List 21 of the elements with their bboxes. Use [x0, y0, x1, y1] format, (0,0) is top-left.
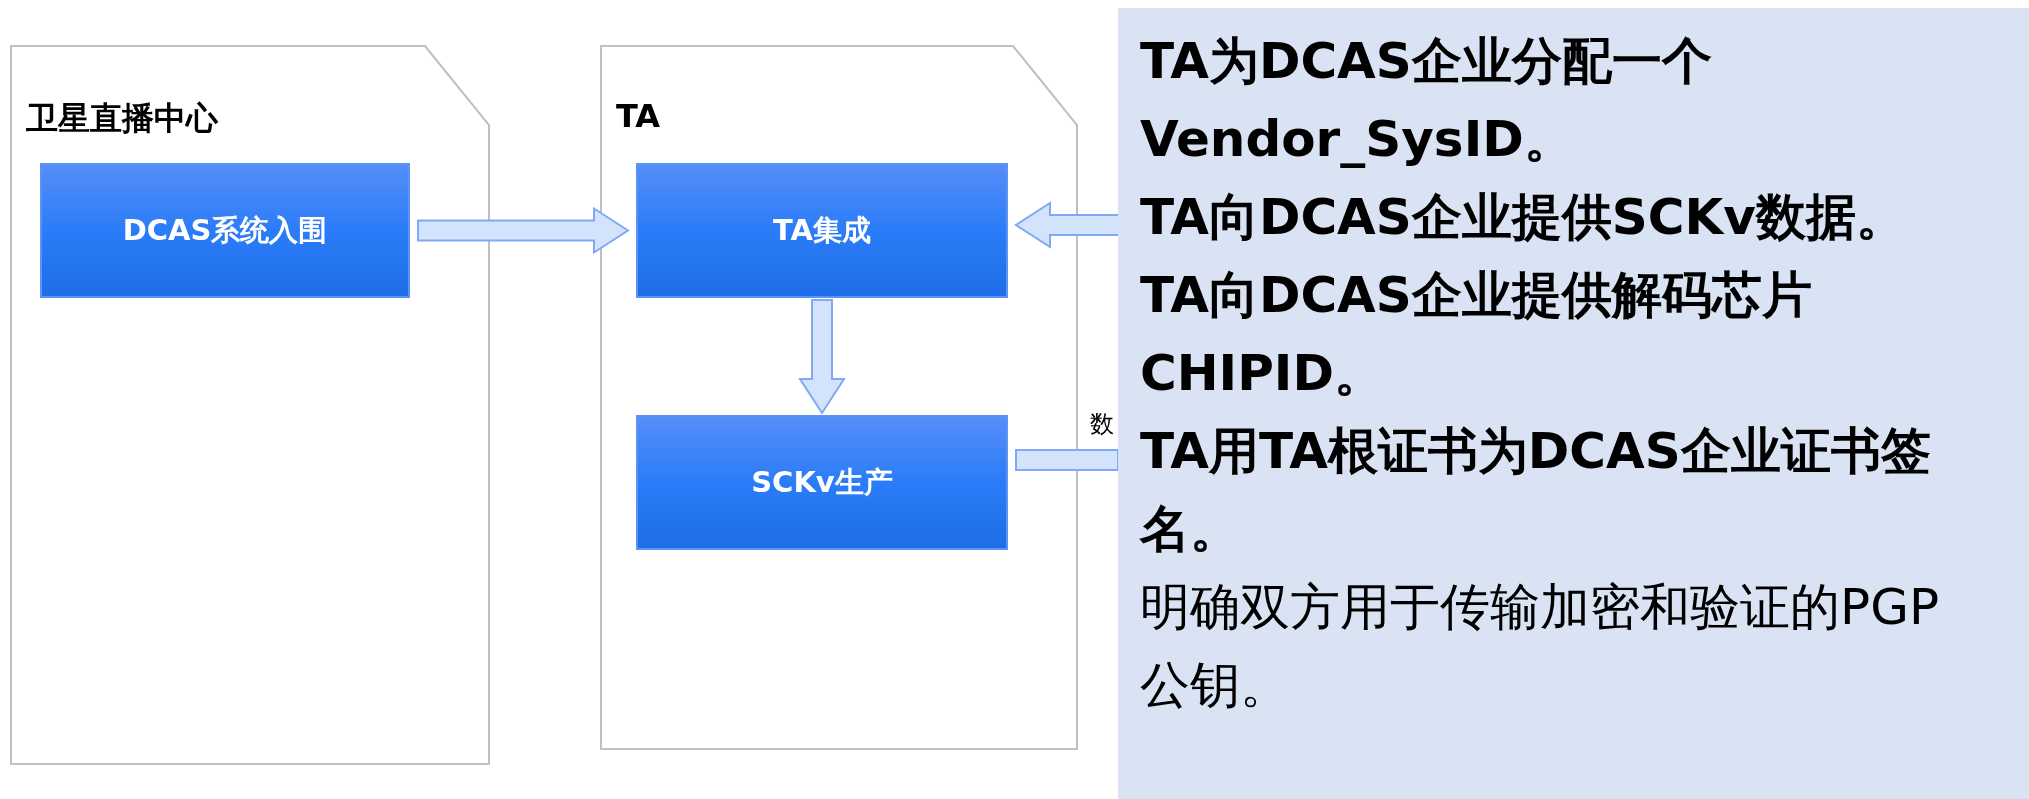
panel-title: 卫星直播中心 — [26, 98, 218, 139]
note-text: TA为DCAS企业分配一个Vendor_SysID。 — [1140, 31, 1713, 170]
note-text: TA用TA根证书为DCAS企业证书签名。 — [1140, 421, 1932, 560]
block-arrow — [798, 299, 846, 415]
process-box — [40, 163, 410, 298]
document-panel — [600, 45, 1078, 750]
note-text: 明确双方用于传输加密和验证的PGP公钥。 — [1140, 577, 1941, 716]
box-label: TA集成 — [773, 211, 871, 249]
process-box — [636, 415, 1008, 550]
note-text: TA向DCAS企业提供解码芯片CHIPID。 — [1140, 265, 1813, 404]
process-box — [636, 163, 1008, 298]
panel-title: TA — [616, 97, 661, 135]
note-panel — [1118, 8, 2029, 799]
box-label: DCAS系统入围 — [122, 211, 328, 249]
box-label: SCKv生产 — [751, 463, 893, 501]
document-panel — [10, 45, 490, 765]
block-arrow — [1015, 449, 1119, 471]
block-arrow — [1014, 201, 1121, 249]
text-fragment: 数 — [1090, 409, 1114, 440]
note-text: TA向DCAS企业提供SCKv数据。 — [1140, 187, 1907, 248]
block-arrow — [417, 206, 630, 255]
